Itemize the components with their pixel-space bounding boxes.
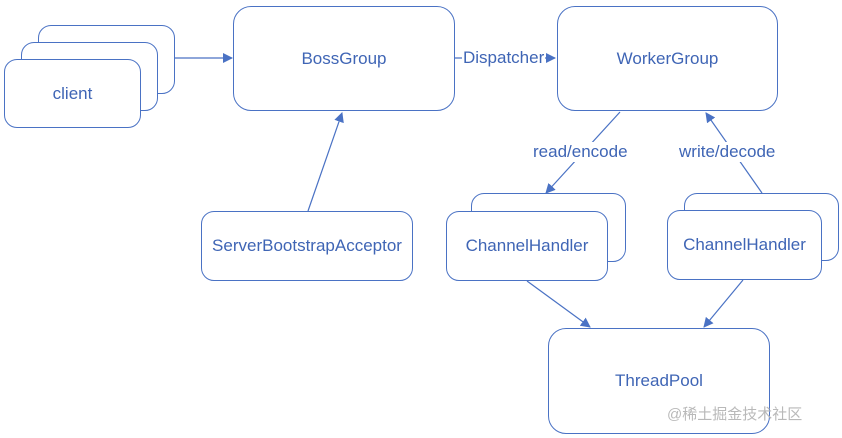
read-encode-label: read/encode [532,142,629,162]
handler-right-node: ChannelHandler [667,210,822,280]
acceptor-label: ServerBootstrapAcceptor [212,236,402,255]
workergroup-node: WorkerGroup [557,6,778,111]
handler-right-label: ChannelHandler [683,235,806,254]
workergroup-label: WorkerGroup [616,48,719,68]
client-label: client [52,83,93,103]
threadpool-label: ThreadPool [615,371,703,390]
dispatcher-label: Dispatcher [462,48,546,68]
edge-acceptor-to-bossgroup [307,112,344,212]
edge-handler-right-to-threadpool [703,279,744,328]
bossgroup-label: BossGroup [301,48,387,68]
handler-left-label: ChannelHandler [465,236,589,255]
write-decode-label: write/decode [678,142,777,162]
edge-handler-left-to-threadpool [526,280,591,328]
threadpool-node: ThreadPool [548,328,770,434]
watermark: @稀土掘金技术社区 [667,406,803,423]
acceptor-node: ServerBootstrapAcceptor [201,211,413,281]
bossgroup-node: BossGroup [233,6,455,111]
handler-left-node: ChannelHandler [446,211,608,281]
client-node: client [4,59,141,128]
